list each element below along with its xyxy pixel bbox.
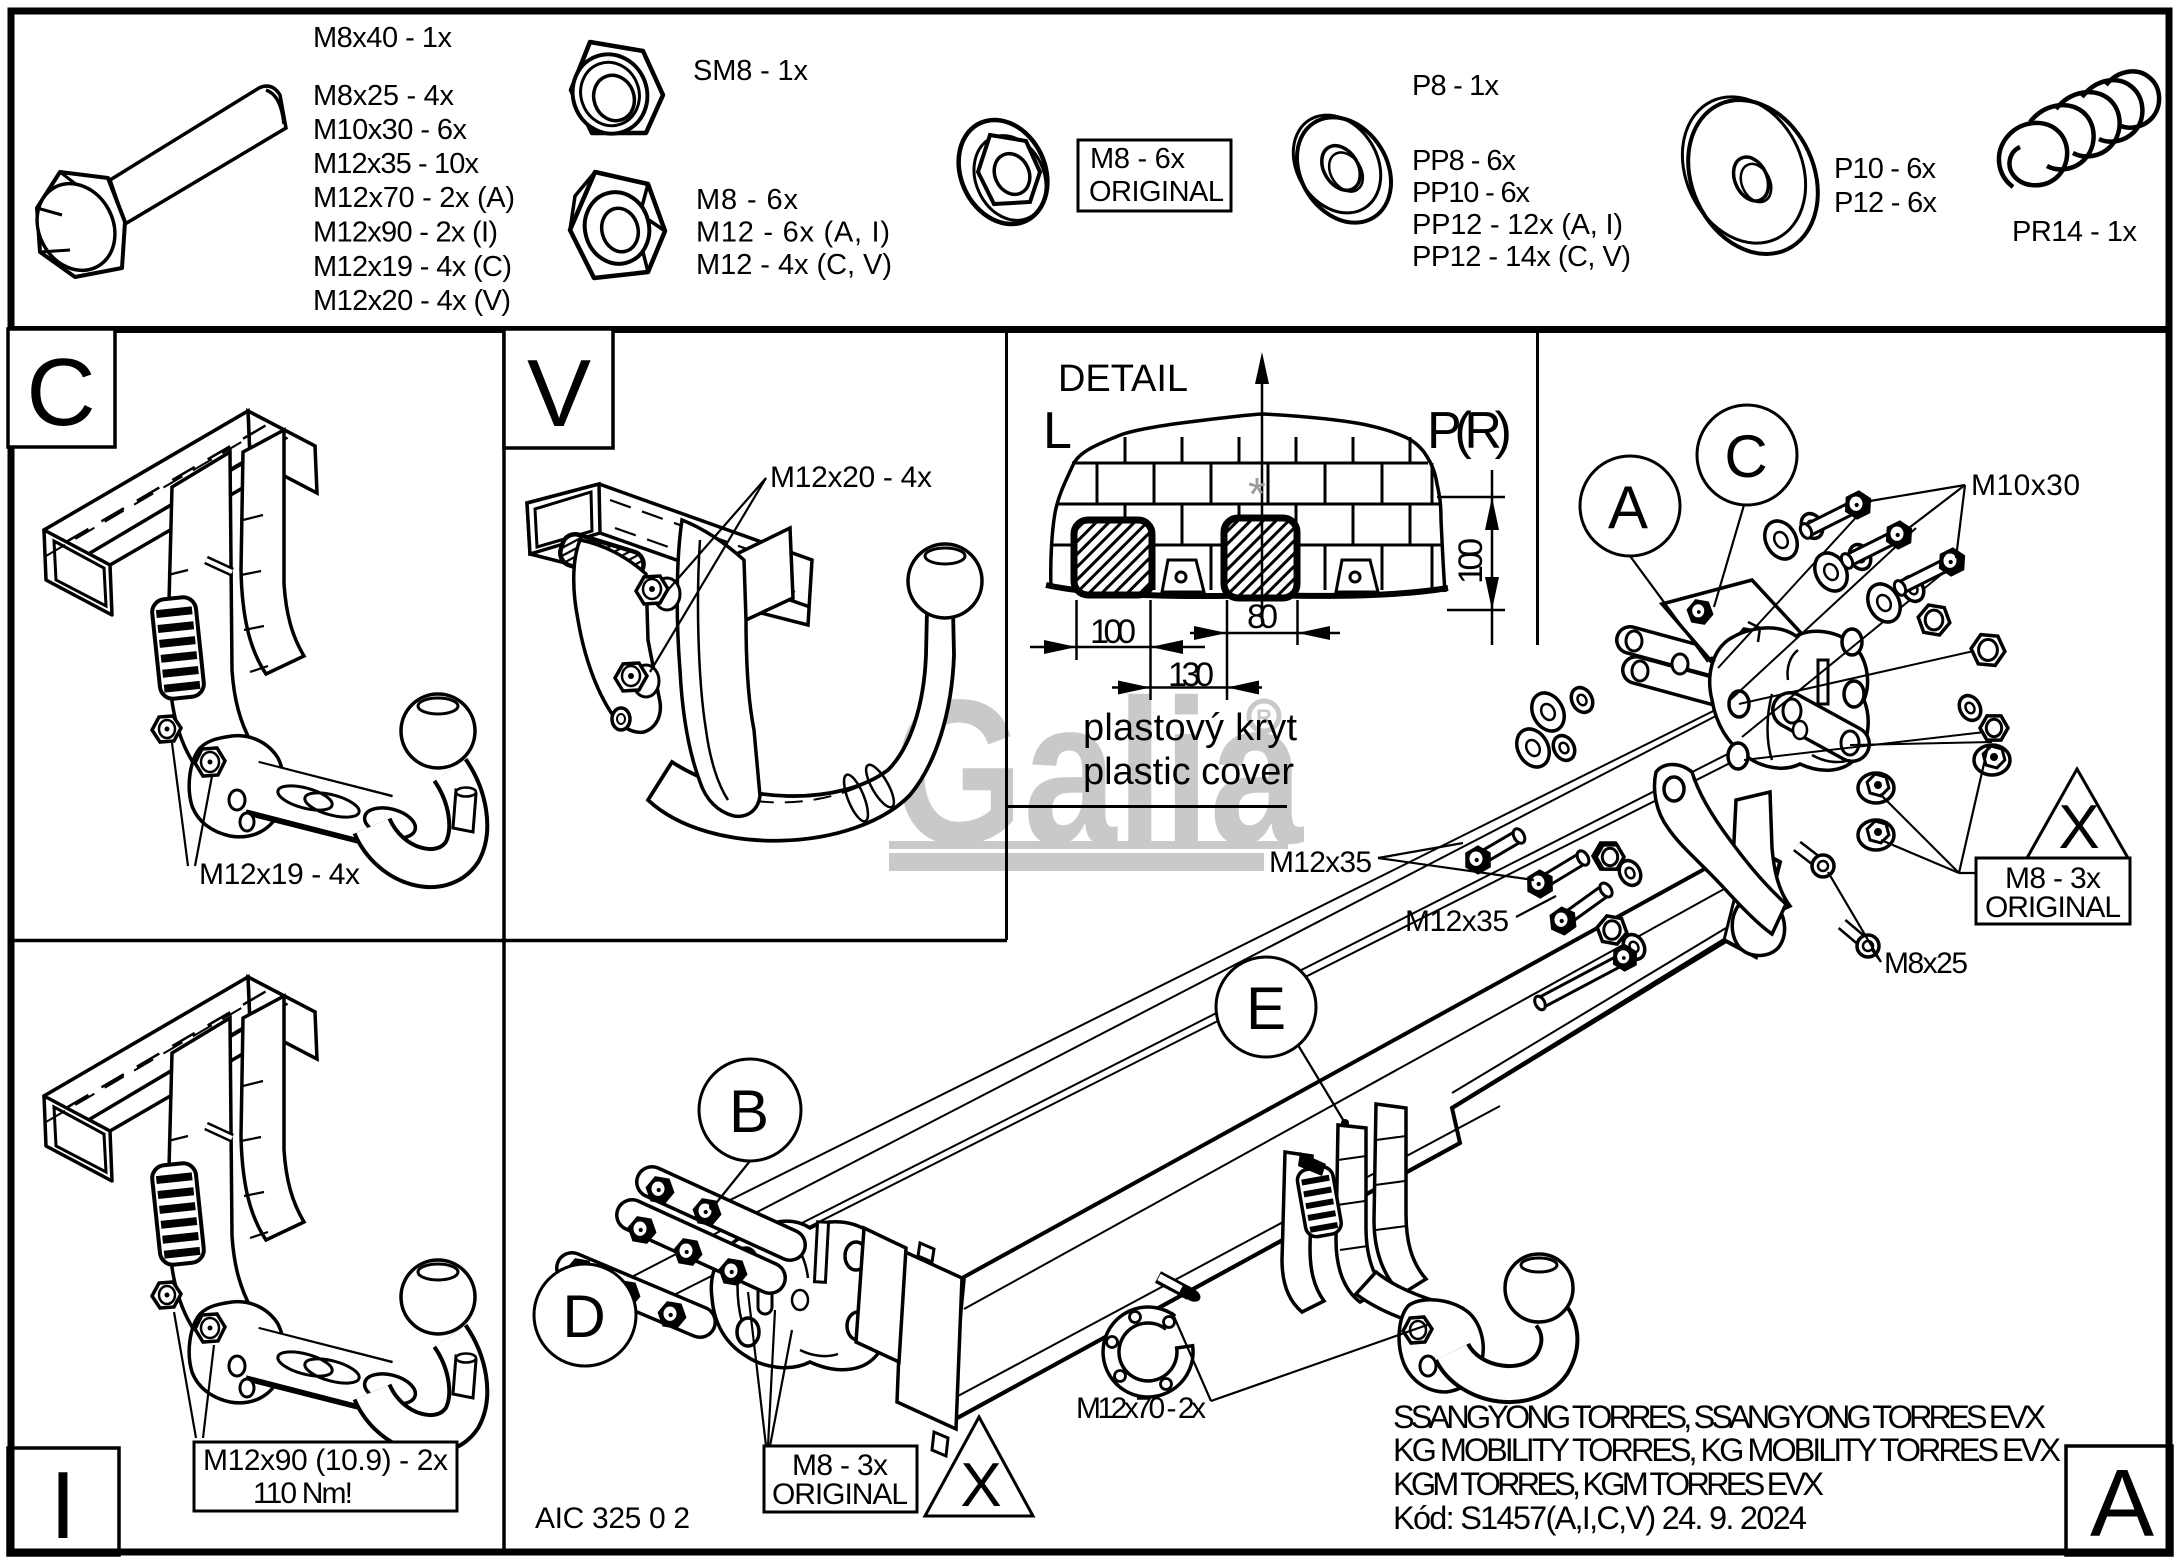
svg-text:ORIGINAL: ORIGINAL (772, 1478, 908, 1511)
svg-text:KGM TORRES, KGM TORRES EVX: KGM TORRES, KGM TORRES EVX (1393, 1466, 1824, 1502)
svg-text:DETAIL: DETAIL (1058, 358, 1188, 400)
svg-text:ORIGINAL: ORIGINAL (1089, 176, 1224, 208)
svg-text:80: 80 (1247, 598, 1278, 636)
svg-text:A: A (1608, 474, 1648, 541)
svg-text:Kód: S1457(A,I,C,V) 24. 9. 20: Kód: S1457(A,I,C,V) 24. 9. 2024 (1393, 1500, 1807, 1536)
svg-text:M8 - 3x: M8 - 3x (2005, 862, 2101, 895)
svg-text:R: R (1256, 705, 1272, 730)
svg-text:PR14 - 1x: PR14 - 1x (2012, 216, 2138, 248)
svg-text:L: L (1043, 402, 1072, 460)
svg-text:M12x19 - 4x (C): M12x19 - 4x (C) (313, 251, 512, 283)
svg-text:PP12 - 12x (A, I): PP12 - 12x (A, I) (1412, 209, 1623, 241)
svg-text:P10 - 6x: P10 - 6x (1834, 153, 1937, 185)
svg-text:C: C (26, 339, 95, 446)
svg-text:M12 - 4x (C, V): M12 - 4x (C, V) (696, 249, 892, 281)
svg-text:E: E (1246, 975, 1286, 1042)
svg-text:P8 - 1x: P8 - 1x (1412, 70, 1500, 102)
svg-text:P12 - 6x: P12 - 6x (1834, 187, 1938, 219)
svg-text:M12x90 (10.9) - 2x: M12x90 (10.9) - 2x (203, 1444, 448, 1477)
svg-text:SM8 - 1x: SM8 - 1x (693, 55, 809, 87)
svg-text:*: * (1248, 468, 1266, 520)
svg-text:I: I (50, 1452, 77, 1559)
svg-text:M12x70 - 2x: M12x70 - 2x (1076, 1392, 1206, 1425)
svg-text:M12x35 - 10x: M12x35 - 10x (313, 148, 480, 180)
svg-text:M10x30: M10x30 (1971, 469, 2080, 502)
svg-text:M8 - 3x: M8 - 3x (792, 1449, 888, 1482)
svg-text:M12x90 - 2x (I): M12x90 - 2x (I) (313, 217, 498, 249)
svg-text:M10x30 - 6x: M10x30 - 6x (313, 114, 468, 146)
svg-text:B: B (729, 1078, 769, 1145)
svg-text:M12x20 - 4x: M12x20 - 4x (770, 461, 932, 494)
svg-text:C: C (1724, 423, 1767, 490)
svg-text:X: X (960, 1451, 1001, 1520)
svg-text:M8x40 - 1x: M8x40 - 1x (313, 22, 453, 54)
svg-text:V: V (527, 340, 591, 447)
svg-text:ORIGINAL: ORIGINAL (1985, 891, 2121, 924)
svg-text:M12x70 - 2x (A): M12x70 - 2x (A) (313, 182, 515, 214)
svg-text:M12 - 6x (A, I): M12 - 6x (A, I) (696, 217, 890, 249)
svg-text:100: 100 (1452, 538, 1490, 584)
svg-text:130: 130 (1168, 656, 1214, 694)
svg-text:100: 100 (1090, 613, 1136, 651)
svg-text:plastový kryt: plastový kryt (1083, 707, 1297, 749)
svg-text:A: A (2090, 1450, 2154, 1557)
svg-text:AIC 325 0 2: AIC 325 0 2 (535, 1502, 690, 1535)
svg-text:P(R): P(R) (1427, 402, 1512, 460)
svg-text:PP10 - 6x: PP10 - 6x (1412, 177, 1531, 209)
svg-text:110 Nm!: 110 Nm! (253, 1477, 353, 1510)
svg-text:M12x35: M12x35 (1405, 905, 1509, 938)
svg-text:M8 - 6x: M8 - 6x (1090, 143, 1186, 175)
svg-text:plastic cover: plastic cover (1083, 751, 1294, 793)
svg-text:SSANGYONG TORRES, SSANGYONG TO: SSANGYONG TORRES, SSANGYONG TORRES EVX (1393, 1399, 2046, 1435)
svg-text:M8x25 - 4x: M8x25 - 4x (313, 80, 455, 112)
svg-text:M12x20 - 4x (V): M12x20 - 4x (V) (313, 285, 511, 317)
svg-text:M12x35: M12x35 (1269, 846, 1372, 879)
svg-text:PP8 - 6x: PP8 - 6x (1412, 145, 1517, 177)
svg-text:D: D (562, 1283, 605, 1350)
svg-text:KG MOBILITY TORRES, KG MOBILIT: KG MOBILITY TORRES, KG MOBILITY TORRES E… (1393, 1432, 2061, 1468)
svg-text:X: X (2058, 793, 2099, 862)
svg-text:M12x19 - 4x: M12x19 - 4x (199, 858, 360, 891)
svg-text:M8 - 6x: M8 - 6x (696, 184, 799, 216)
svg-text:PP12 - 14x (C, V): PP12 - 14x (C, V) (1412, 241, 1631, 273)
svg-text:M8x25: M8x25 (1884, 947, 1968, 980)
